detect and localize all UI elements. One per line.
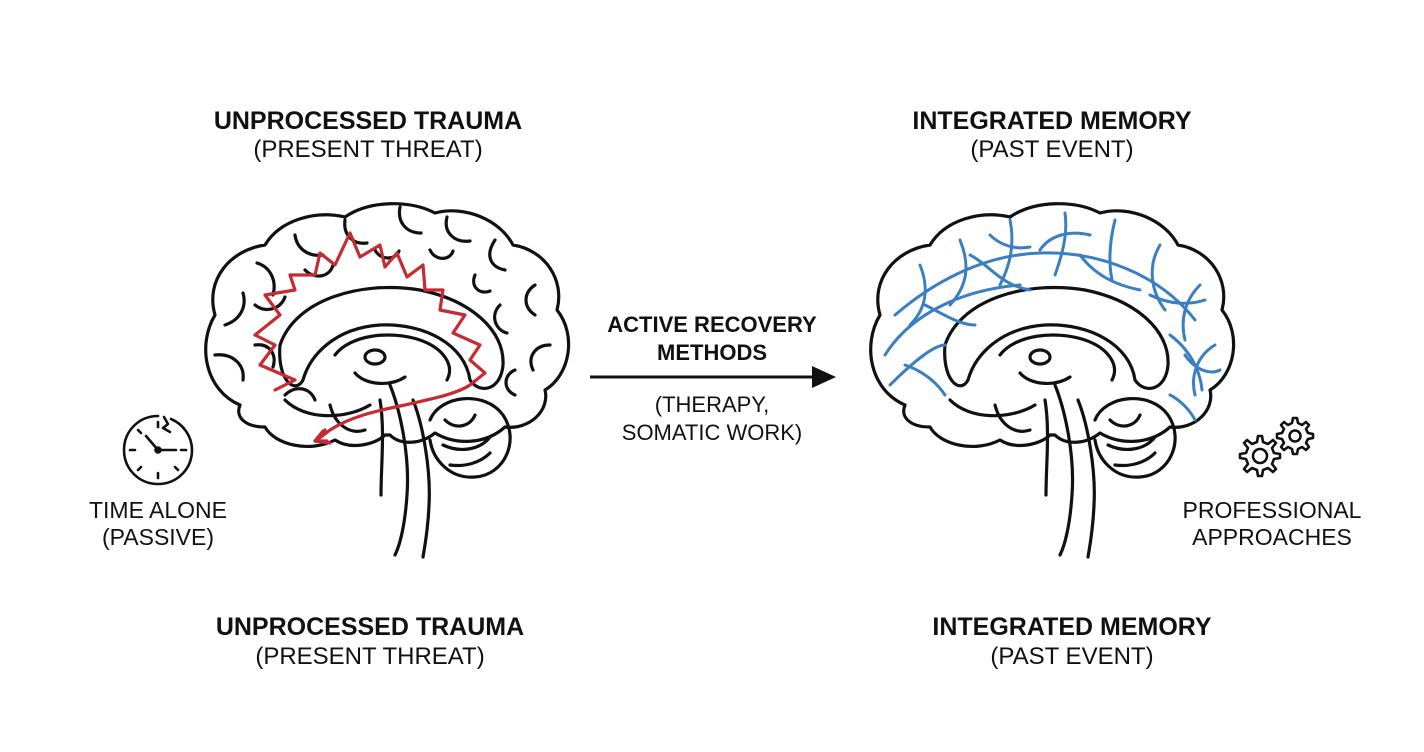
- right-bottom-subtitle: (PAST EVENT): [990, 643, 1154, 670]
- brainstem: [1053, 383, 1075, 557]
- left-top-title: UNPROCESSED TRAUMA: [213, 107, 523, 135]
- broken-clock-icon: [122, 414, 194, 486]
- trauma-pathway: [253, 231, 487, 443]
- left-brain-illustration: [204, 202, 571, 559]
- gears-icon: [1238, 416, 1315, 478]
- brain-outline: [204, 202, 571, 448]
- cerebellum: [428, 396, 512, 479]
- brain-outline: [869, 202, 1236, 448]
- middle-title-line2: METHODS: [657, 340, 767, 365]
- right-top-title: INTEGRATED MEMORY: [912, 107, 1192, 135]
- left-side-label-line1: TIME ALONE: [88, 497, 228, 523]
- left-bottom-subtitle: (PRESENT THREAT): [255, 643, 485, 670]
- middle-sub-line1: (THERAPY,: [654, 392, 770, 417]
- right-top-subtitle: (PAST EVENT): [970, 136, 1134, 163]
- right-side-label-line1: PROFESSIONAL: [1182, 497, 1362, 523]
- middle-sub-line2: SOMATIC WORK): [621, 420, 803, 445]
- right-side-label-line2: APPROACHES: [1192, 524, 1352, 550]
- brainstem: [388, 383, 410, 557]
- left-top-subtitle: (PRESENT THREAT): [253, 136, 483, 163]
- integrated-network: [883, 211, 1222, 422]
- left-side-label-line2: (PASSIVE): [101, 524, 215, 550]
- middle-title-line1: ACTIVE RECOVERY: [607, 312, 817, 337]
- corpus-callosum: [278, 285, 505, 390]
- right-arrow-icon: [590, 366, 836, 388]
- corpus-callosum: [943, 285, 1170, 390]
- cerebellum: [1093, 396, 1177, 479]
- right-brain-illustration: [869, 202, 1236, 559]
- left-bottom-title: UNPROCESSED TRAUMA: [215, 613, 525, 641]
- right-bottom-title: INTEGRATED MEMORY: [932, 613, 1212, 641]
